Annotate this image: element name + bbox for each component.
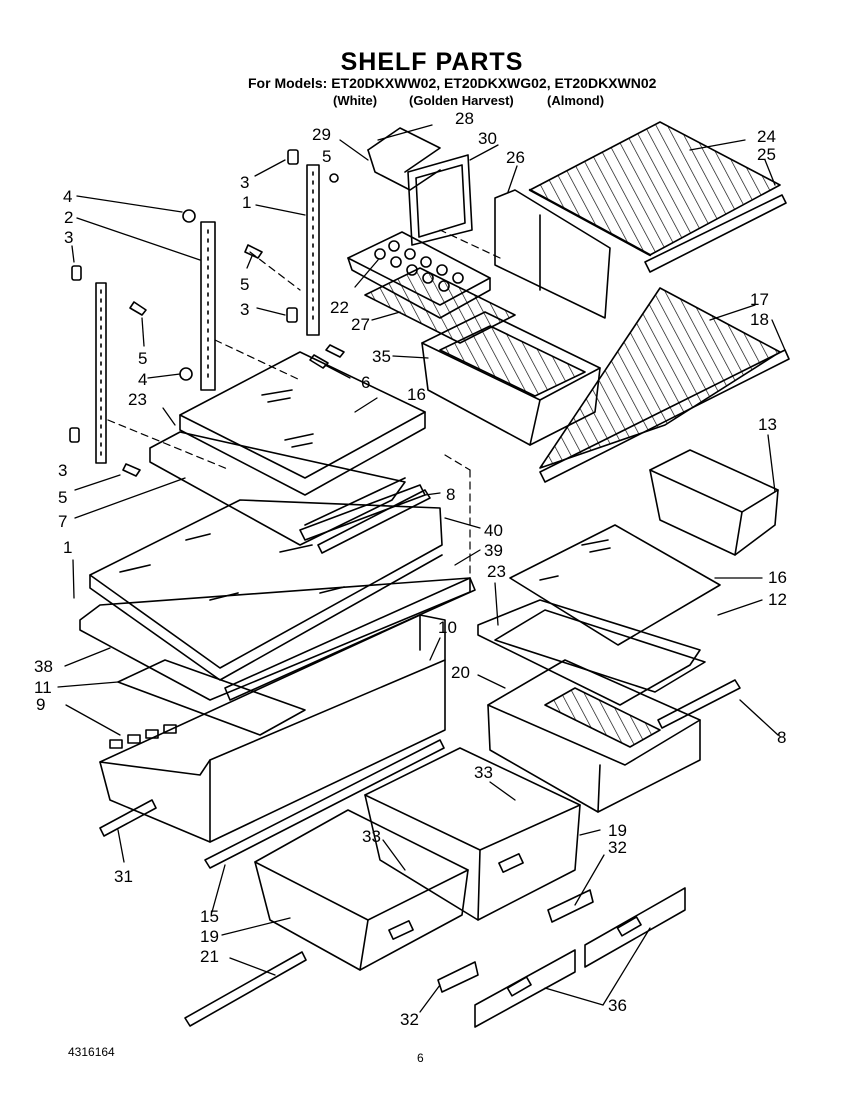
callout-2: 2 [64, 208, 73, 227]
callout-12: 12 [768, 590, 787, 609]
drawer-slide-right [547, 889, 594, 923]
callout-32: 32 [608, 838, 627, 857]
callout-1: 1 [63, 538, 72, 557]
wire-shelf-upper [528, 121, 781, 257]
model-list: For Models: ET20DKXWW02, ET20DKXWG02, ET… [248, 75, 657, 91]
callout-20: 20 [451, 663, 470, 682]
callout-16: 16 [407, 385, 426, 404]
callout-numbers: 28 29 30 5 26 3 1 24 25 4 2 3 5 22 27 17… [34, 109, 787, 1029]
drawer-front-right [584, 887, 686, 968]
callout-28: 28 [455, 109, 474, 128]
shelf-trim-right [657, 679, 741, 729]
callout-33: 33 [474, 763, 493, 782]
callout-6: 6 [361, 373, 370, 392]
callout-38: 38 [34, 657, 53, 676]
crisper-rail-left [99, 799, 157, 837]
shelf-ladder-center [200, 221, 216, 391]
callout-30: 30 [478, 129, 497, 148]
glass-shelf-large [89, 499, 443, 681]
callout-25: 25 [757, 145, 776, 164]
callout-22: 22 [330, 298, 349, 317]
shelf-ladder-left [95, 282, 107, 464]
egg-tray-rack [364, 267, 516, 344]
drawer-rail-bottom [184, 951, 307, 1027]
callout-36: 36 [608, 996, 627, 1015]
meat-pan [421, 311, 601, 446]
callout-39: 39 [484, 541, 503, 560]
page-number: 6 [417, 1051, 424, 1065]
color-label-white: (White) [333, 93, 378, 108]
callout-19: 19 [200, 927, 219, 946]
crisper-cover [99, 614, 446, 843]
mount-frame [407, 154, 473, 246]
callout-29: 29 [312, 125, 331, 144]
drawer-slide-left [437, 961, 479, 993]
shelf-rail-lower [539, 349, 790, 483]
snack-pan [487, 659, 701, 813]
callout-8: 8 [446, 485, 455, 504]
callout-3: 3 [64, 228, 73, 247]
glass-shelf-lower [117, 659, 306, 736]
callout-11: 11 [34, 678, 52, 697]
callout-23: 23 [128, 390, 147, 409]
crisper-trim-strip [204, 739, 445, 869]
callout-3: 3 [240, 173, 249, 192]
glass-shelf-upper [179, 351, 426, 496]
callout-5: 5 [322, 147, 331, 166]
crisper-drawer-left [254, 809, 469, 971]
hardware-clips [69, 149, 345, 477]
callout-18: 18 [750, 310, 769, 329]
callout-21: 21 [200, 947, 219, 966]
callout-10: 10 [438, 618, 457, 637]
callout-16: 16 [768, 568, 787, 587]
callout-7: 7 [58, 512, 67, 531]
callout-5: 5 [138, 349, 147, 368]
drawer-front-left [474, 949, 576, 1028]
shelf-frame-large [79, 577, 476, 701]
callout-3: 3 [58, 461, 67, 480]
callout-23: 23 [487, 562, 506, 581]
callout-5: 5 [58, 488, 67, 507]
shelf-frame-upper [149, 431, 426, 546]
door-bin [649, 449, 779, 556]
door-bracket [494, 189, 611, 319]
callout-15: 15 [200, 907, 219, 926]
callout-17: 17 [750, 290, 769, 309]
color-label-almond: (Almond) [547, 93, 605, 108]
callout-13: 13 [758, 415, 777, 434]
callout-8: 8 [777, 728, 786, 747]
wire-shelf-lower [539, 287, 781, 469]
shelf-trim-upper [317, 489, 431, 554]
shelf-ladder-right [306, 164, 320, 336]
shelf-rail-upper [644, 194, 787, 273]
callout-9: 9 [36, 695, 45, 714]
shelf-frame-right [477, 599, 706, 706]
callout-5: 5 [240, 275, 249, 294]
callout-1: 1 [242, 193, 251, 212]
part-number: 4316164 [68, 1045, 115, 1059]
crisper-drawer-right [364, 747, 581, 921]
callout-32: 32 [400, 1010, 419, 1029]
callout-24: 24 [757, 127, 776, 146]
color-label-golden-harvest: (Golden Harvest) [409, 93, 514, 108]
page-title: SHELF PARTS [340, 48, 524, 76]
callout-4: 4 [63, 187, 72, 206]
callout-40: 40 [484, 521, 503, 540]
callout-4: 4 [138, 370, 147, 389]
glass-shelf-right [509, 524, 721, 646]
handle-bracket [367, 127, 441, 191]
callout-26: 26 [506, 148, 525, 167]
callout-27: 27 [351, 315, 370, 334]
callout-19: 19 [608, 821, 627, 840]
callout-31: 31 [114, 867, 133, 886]
callout-3: 3 [240, 300, 249, 319]
leader-lines [57, 124, 786, 1013]
callout-33: 33 [362, 827, 381, 846]
callout-35: 35 [372, 347, 391, 366]
